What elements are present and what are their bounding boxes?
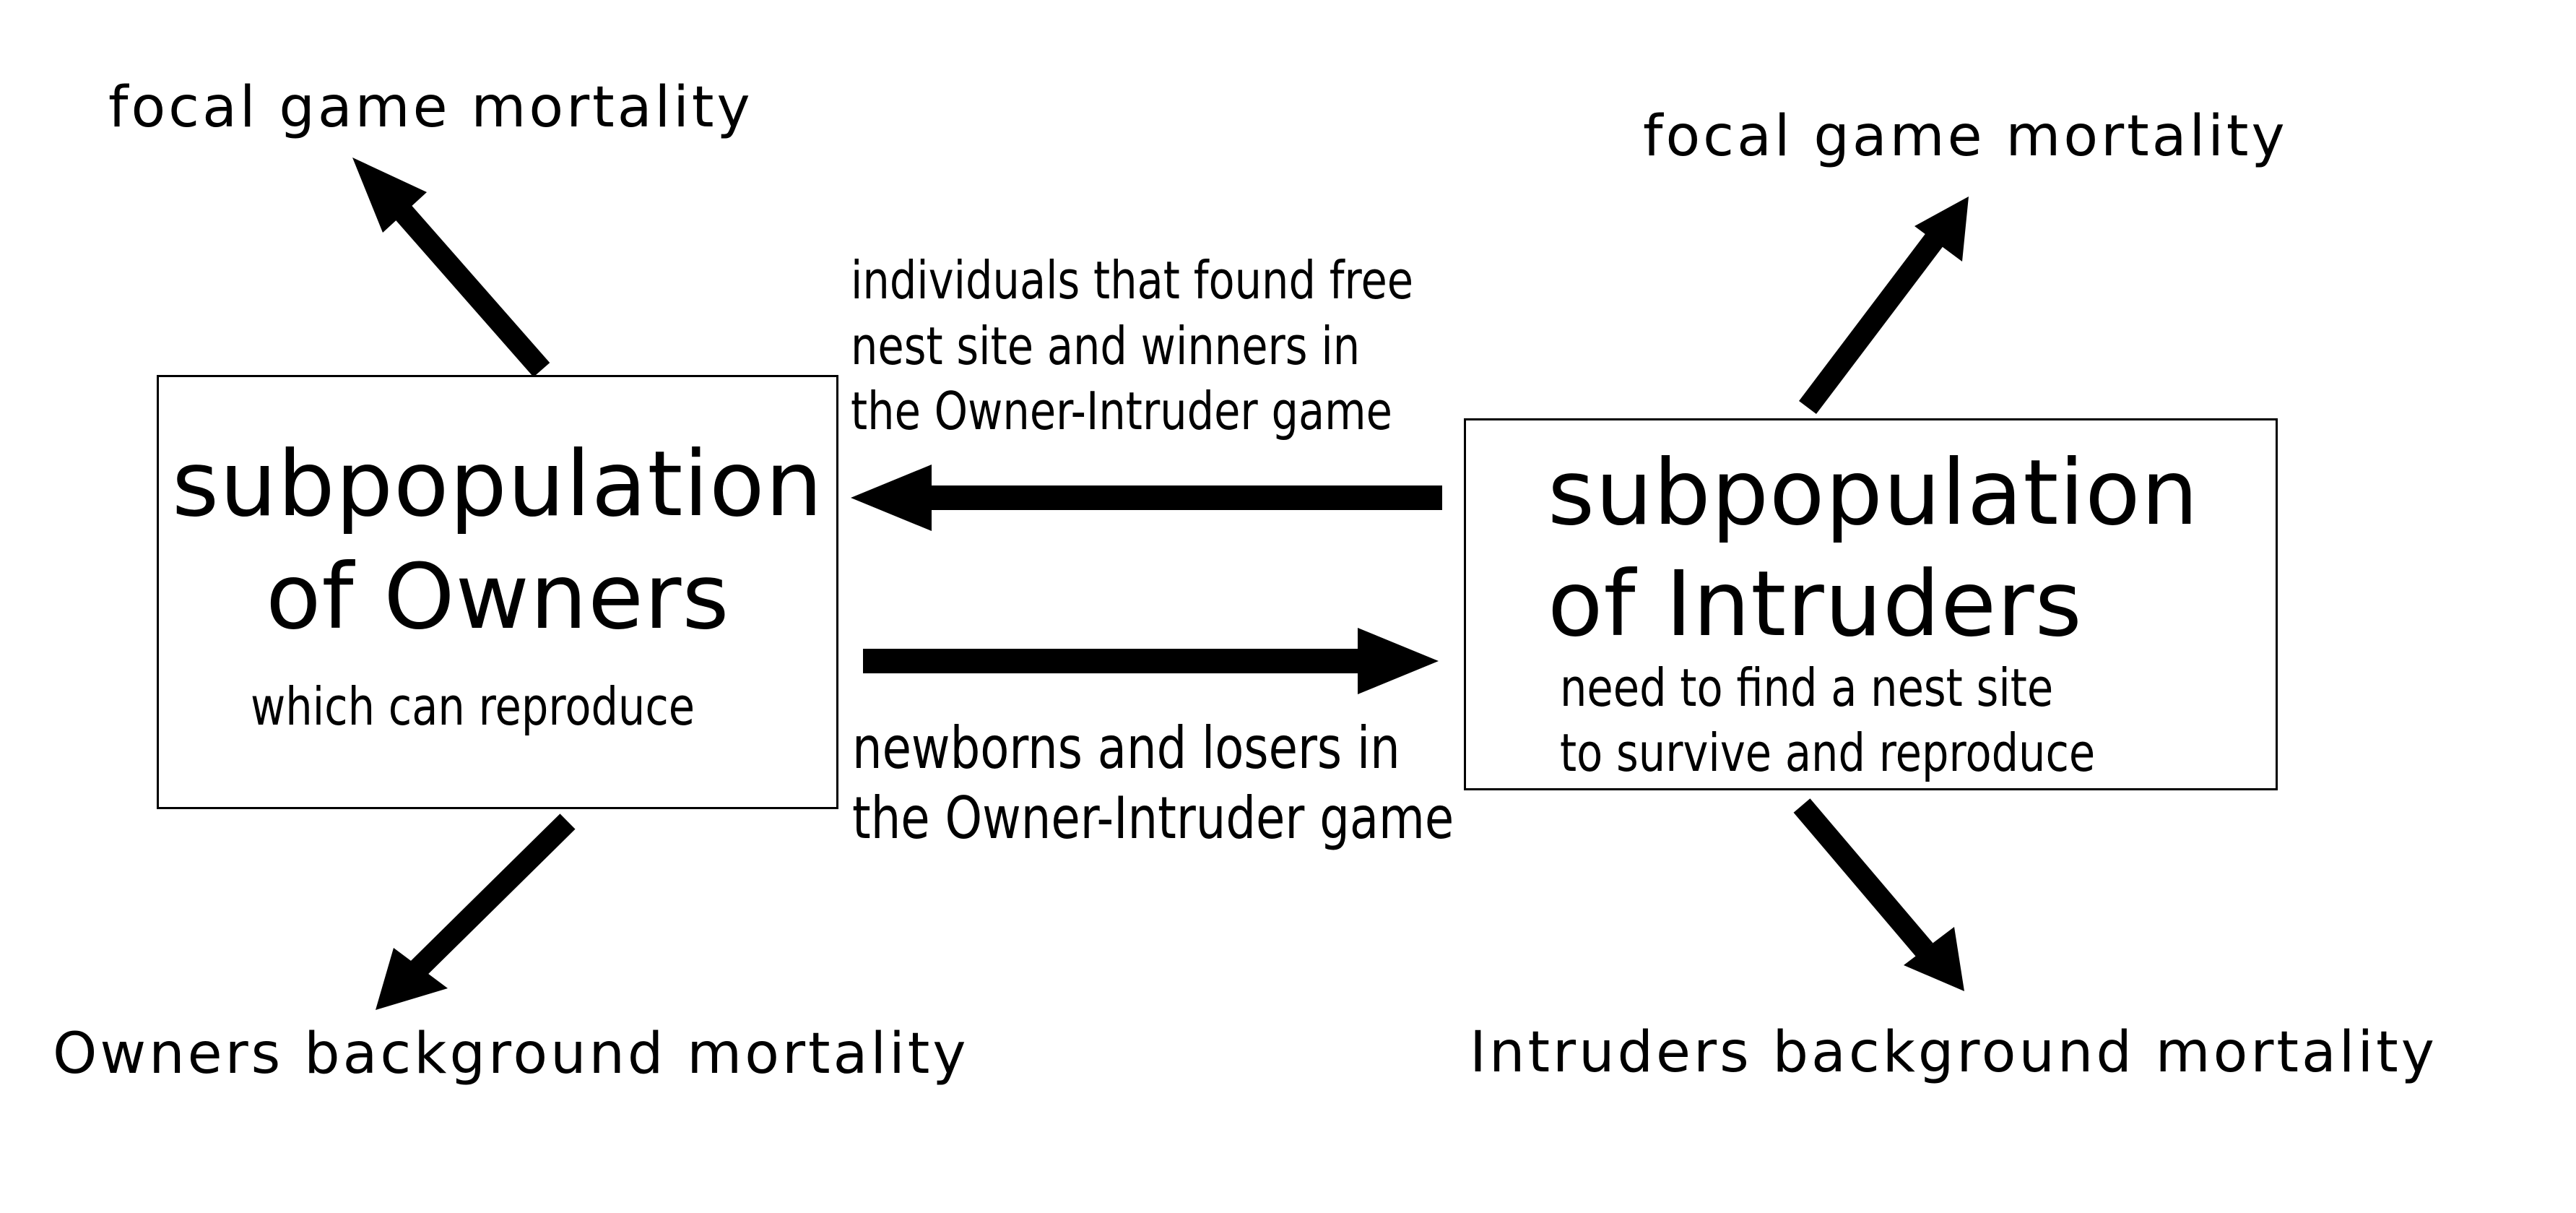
arrow-owners-background-mortality <box>376 813 576 1010</box>
arrow-intruders-focal-mortality <box>1799 197 1969 415</box>
intruders-subtitle-line1: need to find a nest site <box>1560 657 2054 718</box>
arrow-flow-to-intruders <box>863 628 1439 694</box>
arrow-flow-to-owners <box>851 465 1442 531</box>
owners-focal-mortality-label: focal game mortality <box>108 75 753 140</box>
flow-to-owners-line1: individuals that found free <box>851 250 1414 311</box>
intruders-background-mortality-label: Intruders background mortality <box>1470 1020 2437 1085</box>
arrow-owners-focal-mortality <box>352 157 550 377</box>
intruders-title-line1: subpopulation <box>1548 441 2199 545</box>
intruders-box <box>1464 418 2278 790</box>
flow-to-owners-line3: the Owner-Intruder game <box>851 381 1392 441</box>
owners-title-line2: of Owners <box>266 545 730 649</box>
owners-title-line1: subpopulation <box>172 432 823 537</box>
owners-box <box>157 375 838 809</box>
intruders-title-line2: of Intruders <box>1548 552 2083 657</box>
intruders-subtitle-line2: to survive and reproduce <box>1560 722 2096 783</box>
owners-background-mortality-label: Owners background mortality <box>53 1022 969 1087</box>
arrow-intruders-background-mortality <box>1793 798 1964 991</box>
flow-to-owners-line2: nest site and winners in <box>851 316 1361 376</box>
owners-subtitle: which can reproduce <box>251 676 695 737</box>
intruders-focal-mortality-label: focal game mortality <box>1643 104 2288 169</box>
flow-to-intruders-line1: newborns and losers in <box>852 715 1400 782</box>
flow-to-intruders-line2: the Owner-Intruder game <box>852 785 1454 852</box>
